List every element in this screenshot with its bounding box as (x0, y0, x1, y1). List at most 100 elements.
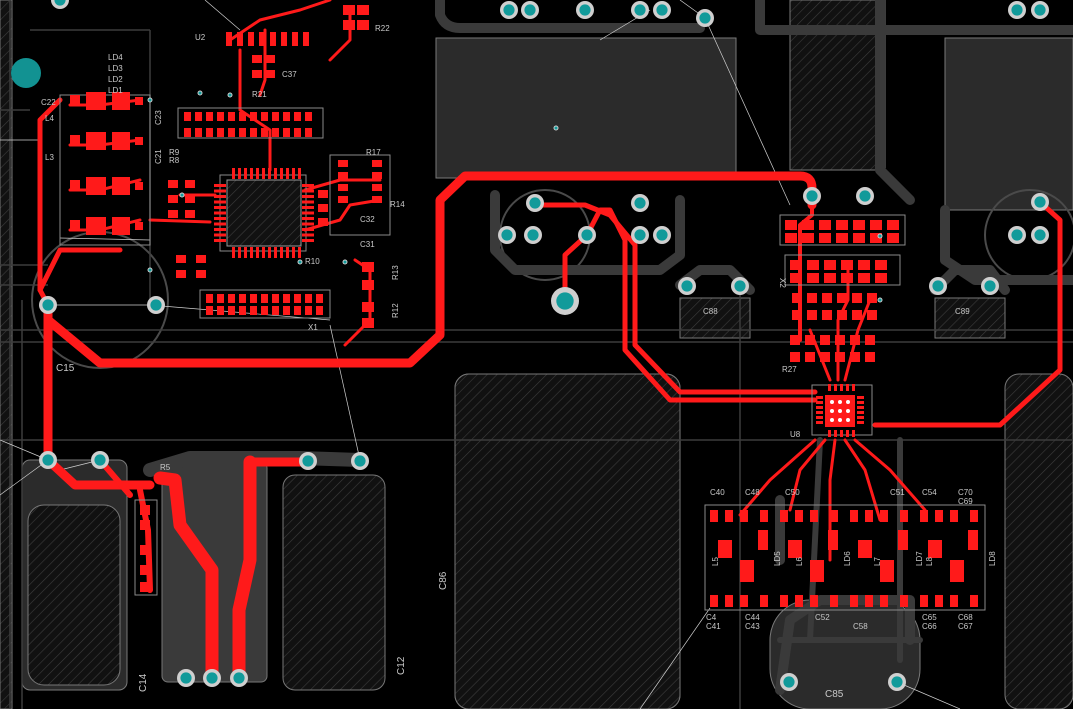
smd-pad (262, 168, 265, 179)
smd-pad (206, 294, 213, 303)
smd-pad (870, 233, 882, 243)
smd-pad (302, 195, 314, 198)
smd-pad (272, 128, 279, 137)
smd-pad (280, 168, 283, 179)
label-c40: C40 (710, 488, 725, 497)
smd-pad (802, 233, 814, 243)
smd-pad (302, 222, 314, 226)
smd-pad (112, 177, 130, 195)
smd-pad (252, 70, 262, 78)
label-c67: C67 (958, 622, 973, 631)
smd-pad (852, 310, 862, 320)
smd-pad (807, 273, 819, 283)
smd-pad (865, 595, 873, 607)
label-c65: C65 (922, 613, 937, 622)
via-hole (681, 280, 693, 292)
smd-pad (785, 220, 797, 230)
label-c15: C15 (56, 363, 75, 374)
smd-pad (824, 273, 836, 283)
smd-pad (852, 430, 855, 437)
smd-pad (841, 273, 853, 283)
smd-pad (228, 112, 235, 121)
smd-pad (283, 294, 290, 303)
label-r5: R5 (160, 463, 171, 472)
smd-pad (280, 247, 283, 258)
smd-pad (865, 510, 873, 522)
via-hole (527, 229, 539, 241)
smd-pad (318, 218, 328, 226)
smd-pad (217, 112, 224, 121)
smd-pad (740, 510, 748, 522)
smd-pad (195, 112, 202, 121)
label-ld2: LD2 (108, 75, 123, 84)
label-c54: C54 (922, 488, 937, 497)
via-hole (148, 98, 152, 102)
smd-pad (237, 32, 243, 46)
via-hole (1034, 196, 1046, 208)
smd-pad (820, 335, 830, 345)
smd-pad (140, 565, 150, 575)
smd-pad (226, 32, 232, 46)
smd-pad (805, 352, 815, 362)
smd-pad (795, 510, 803, 522)
smd-pad (816, 406, 823, 409)
label-ld3: LD3 (108, 64, 123, 73)
smd-pad (788, 540, 802, 558)
smd-pad (112, 92, 130, 110)
smd-pad (302, 211, 314, 215)
smd-pad (792, 293, 802, 303)
smd-pad (214, 184, 226, 187)
smd-pad (853, 220, 865, 230)
pour-right-hatch (1004, 373, 1073, 709)
label-c32: C32 (360, 215, 375, 224)
label-c14: C14 (138, 673, 149, 692)
via-hole (984, 280, 996, 292)
via-hole (198, 91, 202, 95)
smd-pad (261, 128, 268, 137)
smd-pad (305, 294, 312, 303)
label-u8: U8 (790, 430, 801, 439)
label-c68: C68 (958, 613, 973, 622)
smd-pad (819, 233, 831, 243)
smd-pad (780, 595, 788, 607)
smd-pad (70, 220, 80, 230)
smd-pad (816, 421, 823, 424)
smd-pad (790, 352, 800, 362)
smd-pad (362, 318, 374, 328)
smd-pad (819, 220, 831, 230)
smd-pad (176, 270, 186, 278)
smd-pad (283, 112, 290, 121)
smd-pad (283, 128, 290, 137)
smd-pad (858, 540, 872, 558)
smd-pad (286, 168, 289, 179)
smd-pad (302, 239, 314, 242)
smd-pad (830, 510, 838, 522)
pour-left-hatch (0, 0, 13, 709)
smd-pad (836, 220, 848, 230)
smd-pad (302, 189, 314, 193)
smd-pad (850, 352, 860, 362)
label-c43: C43 (745, 622, 760, 631)
via-hole (180, 672, 192, 684)
smd-pad (822, 293, 832, 303)
smd-pad (239, 306, 246, 315)
smd-pad (372, 160, 382, 167)
label-c44: C44 (745, 613, 760, 622)
smd-pad (835, 352, 845, 362)
smd-pad (840, 384, 843, 391)
smd-pad (214, 217, 226, 220)
smd-pad (824, 260, 836, 270)
smd-pad (840, 430, 843, 437)
label-c22: C22 (41, 98, 56, 107)
label-r8: R8 (169, 156, 180, 165)
smd-pad (362, 302, 374, 312)
via-hole (503, 4, 515, 16)
smd-pad (250, 294, 257, 303)
smd-pad (372, 196, 382, 203)
smd-pad (206, 112, 213, 121)
smd-pad (302, 206, 314, 209)
smd-pad (865, 335, 875, 345)
smd-pad (836, 233, 848, 243)
via-hole (529, 197, 541, 209)
smd-pad (302, 233, 314, 237)
